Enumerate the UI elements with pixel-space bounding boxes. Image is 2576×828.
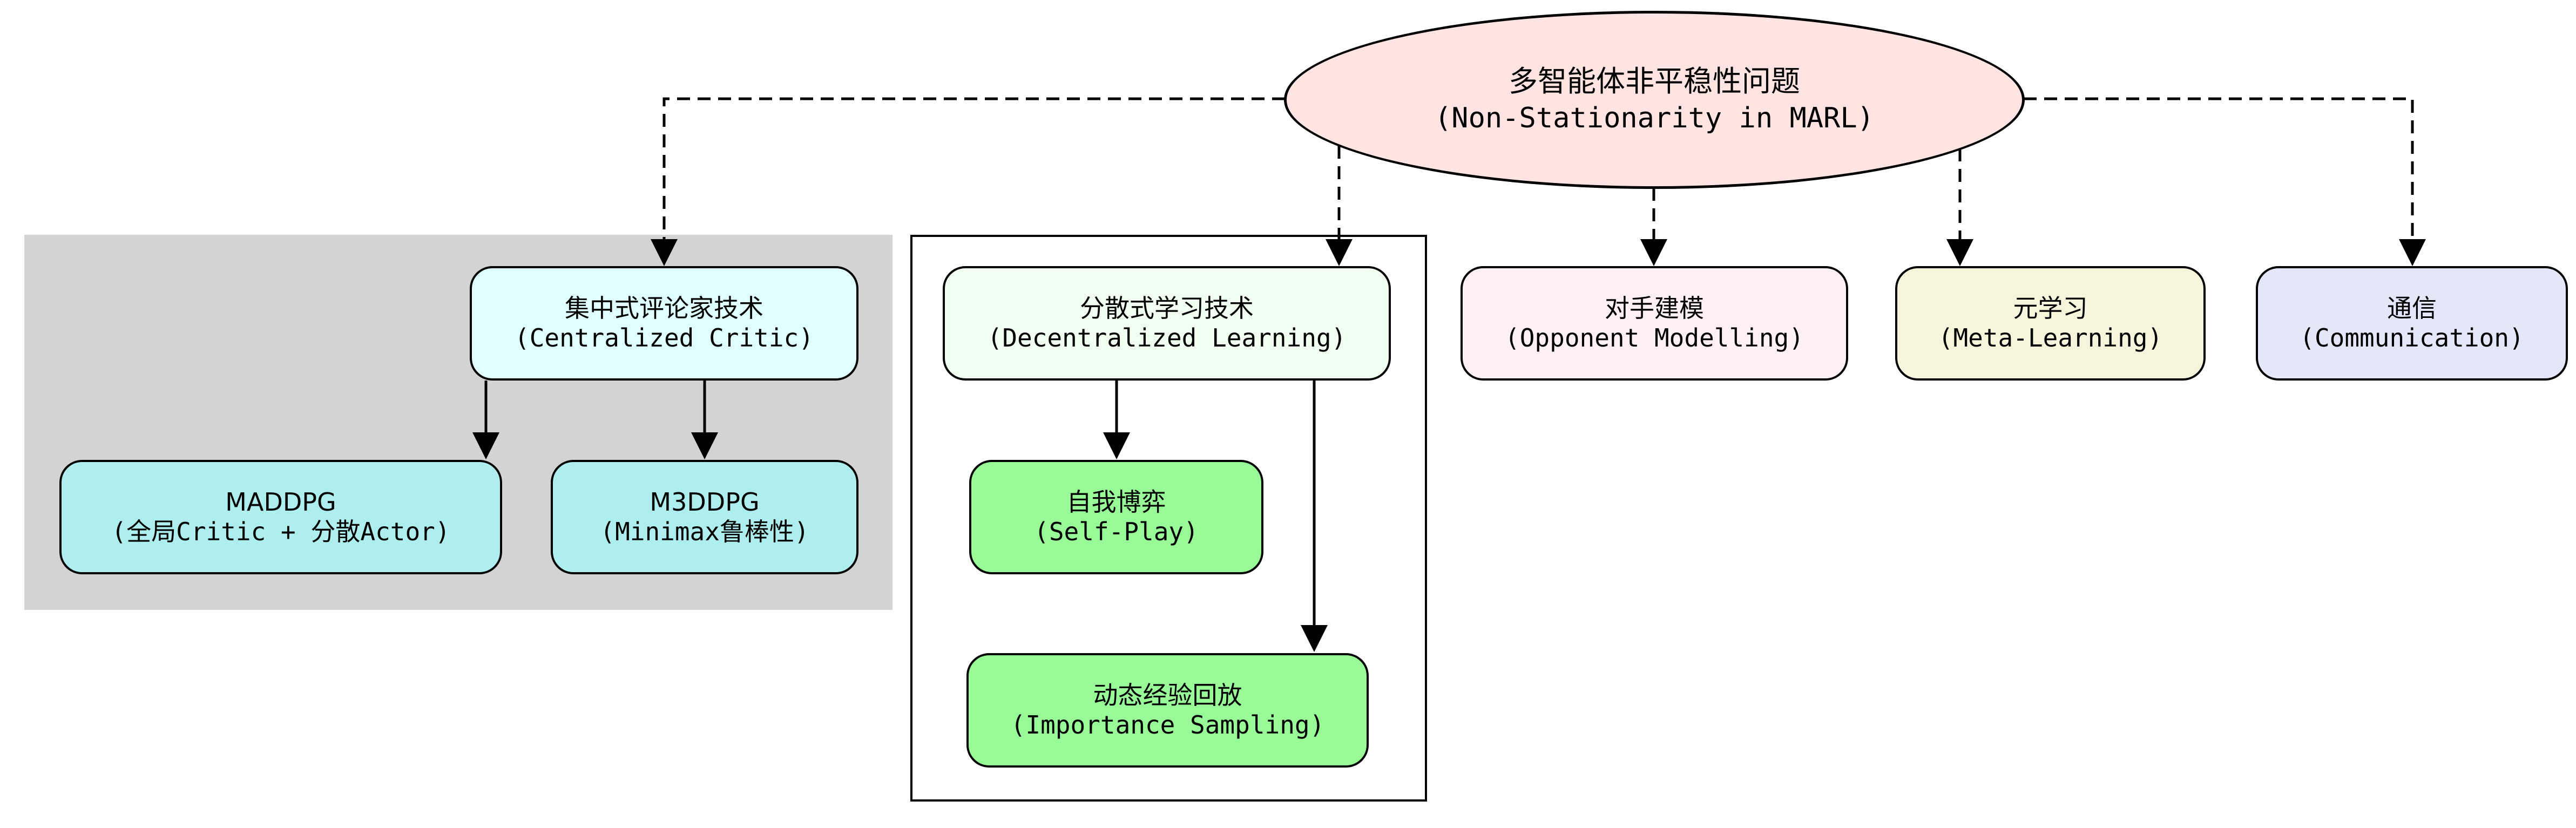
root-node-non-stationarity: 多智能体非平稳性问题 (Non-Stationarity in MARL) [1284, 11, 2025, 189]
node-label-zh: 通信 [2387, 293, 2437, 323]
node-label-zh: MADDPG [225, 487, 336, 517]
node-label-zh: 元学习 [2013, 293, 2088, 323]
node-label-zh: 集中式评论家技术 [565, 293, 763, 323]
node-label-en: (全局Critic + 分散Actor) [111, 517, 450, 546]
edge-root-communication [2024, 97, 2426, 266]
node-decentralized-learning: 分散式学习技术 (Decentralized Learning) [943, 266, 1391, 381]
node-label-en: (Minimax鲁棒性) [600, 517, 809, 546]
node-meta-learning: 元学习 (Meta-Learning) [1895, 266, 2206, 381]
node-self-play: 自我博弈 (Self-Play) [969, 460, 1263, 574]
node-label-zh: 对手建模 [1605, 293, 1704, 323]
node-m3ddpg: M3DDPG (Minimax鲁棒性) [551, 460, 858, 574]
node-label-en: (Meta-Learning) [1938, 323, 2163, 352]
node-label-en: (Importance Sampling) [1010, 710, 1325, 739]
edge-root-centralized-critic [651, 97, 1285, 266]
node-maddpg: MADDPG (全局Critic + 分散Actor) [59, 460, 502, 574]
node-label-en: (Communication) [2300, 323, 2524, 352]
node-label-en: (Centralized Critic) [515, 323, 814, 352]
node-label-en: (Opponent Modelling) [1505, 323, 1804, 352]
node-label-en: (Self-Play) [1034, 517, 1199, 546]
node-label-en: (Decentralized Learning) [987, 323, 1347, 352]
node-label-zh: 动态经验回放 [1093, 680, 1242, 710]
node-label-zh: 自我博弈 [1066, 487, 1166, 517]
node-label-zh: 分散式学习技术 [1080, 293, 1254, 323]
node-communication: 通信 (Communication) [2256, 266, 2568, 381]
root-title-zh: 多智能体非平稳性问题 [1509, 64, 1800, 99]
node-centralized-critic: 集中式评论家技术 (Centralized Critic) [470, 266, 858, 381]
node-opponent-modelling: 对手建模 (Opponent Modelling) [1461, 266, 1848, 381]
root-title-en: (Non-Stationarity in MARL) [1435, 102, 1874, 135]
node-label-zh: M3DDPG [650, 487, 760, 517]
node-dynamic-replay: 动态经验回放 (Importance Sampling) [966, 653, 1369, 768]
